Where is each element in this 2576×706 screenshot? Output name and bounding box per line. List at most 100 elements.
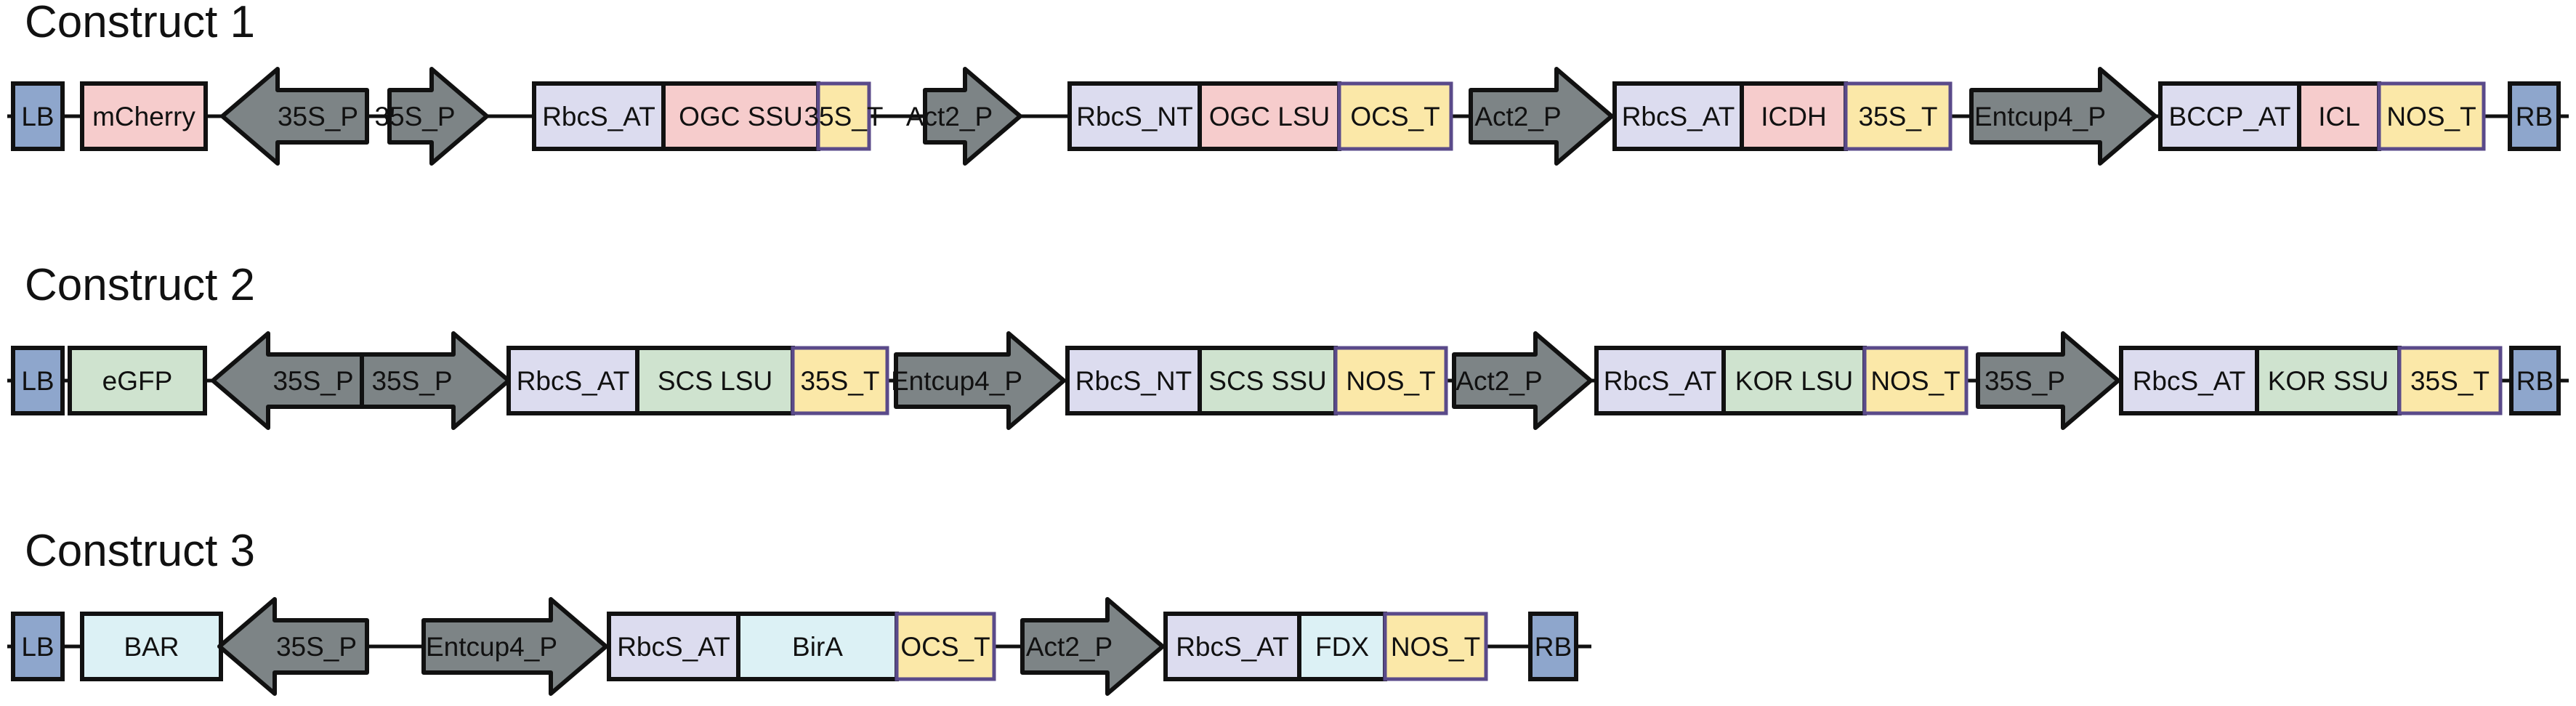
- construct-3: LB BAR 35S_P Entcup4_P RbcS_AT BirA OCS_T Act2_…: [7, 597, 1591, 696]
- cds-label: SCS LSU: [658, 366, 772, 396]
- part-act2-p: Act2_P: [906, 67, 1022, 166]
- terminator-box: [1862, 346, 1969, 415]
- part-lb: LB: [11, 346, 65, 415]
- part-scs-lsu: SCS LSU: [635, 346, 795, 415]
- cds-box: [80, 612, 223, 681]
- promoter-arrow: [1969, 67, 2157, 166]
- promoter-label: 35S_P: [278, 102, 358, 131]
- cds-label: KOR LSU: [1735, 366, 1853, 396]
- promoter-arrow: [894, 331, 1066, 430]
- part-nos-t: NOS_T: [1333, 346, 1448, 415]
- construct-1-title: Construct 1: [25, 0, 256, 47]
- border-label: RB: [2516, 366, 2553, 396]
- promoter-label: Entcup4_P: [891, 366, 1022, 396]
- cds-label: eGFP: [102, 366, 173, 396]
- part-egfp: eGFP: [68, 346, 207, 415]
- cds-box: [2297, 81, 2381, 151]
- part-rbcs-at: RbcS_AT: [1594, 346, 1726, 415]
- promoter-arrow: [1452, 331, 1593, 430]
- cds-label: BAR: [124, 632, 179, 662]
- terminator-box: [2397, 346, 2503, 415]
- cds-box: [1297, 612, 1387, 681]
- terminator-box: [1333, 346, 1448, 415]
- cds-label: RbcS_NT: [1075, 366, 1192, 396]
- terminator-label: NOS_T: [2386, 102, 2476, 131]
- part-35s-p: 35S_P: [1976, 331, 2120, 430]
- part-entcup4-p: Entcup4_P: [1969, 67, 2157, 166]
- promoter-arrow: [217, 597, 369, 696]
- part-ogc-ssu: OGC SSU: [661, 81, 820, 151]
- part-35s-t: 35S_T: [1844, 81, 1953, 151]
- part-ocs-t: OCS_T: [1337, 81, 1453, 151]
- part-rbcs-nt: RbcS_NT: [1065, 346, 1202, 415]
- part-lb: LB: [11, 81, 65, 151]
- part-rbcs-nt: RbcS_NT: [1067, 81, 1202, 151]
- terminator-label: NOS_T: [1346, 366, 1435, 396]
- cds-box: [635, 346, 795, 415]
- promoter-label: Act2_P: [1474, 102, 1561, 131]
- cds-label: BirA: [792, 632, 843, 662]
- part-bira: BirA: [736, 612, 899, 681]
- part-nos-t: NOS_T: [2377, 81, 2486, 151]
- cds-label: ICL: [2318, 102, 2360, 131]
- promoter-label: Act2_P: [1026, 632, 1113, 662]
- part-fdx: FDX: [1297, 612, 1387, 681]
- part-nos-t: NOS_T: [1862, 346, 1969, 415]
- part-act2-p: Act2_P: [1452, 331, 1593, 430]
- part-35s-p: 35S_P: [217, 597, 369, 696]
- cds-box: [1594, 346, 1726, 415]
- part-35s-p: 35S_P: [360, 331, 511, 430]
- promoter-label: Entcup4_P: [1974, 102, 2106, 131]
- border-box: [1528, 612, 1578, 681]
- cds-box: [736, 612, 899, 681]
- promoter-arrow: [1469, 67, 1614, 166]
- cds-label: RbcS_AT: [1622, 102, 1735, 131]
- cds-box: [68, 346, 207, 415]
- part-35s-t: 35S_T: [791, 346, 889, 415]
- part-bar: BAR: [80, 612, 223, 681]
- cds-label: RbcS_AT: [2133, 366, 2246, 396]
- terminator-box: [895, 612, 996, 681]
- cds-box: [2119, 346, 2259, 415]
- part-35s-t: 35S_T: [804, 81, 884, 151]
- promoter-arrow: [387, 67, 489, 166]
- terminator-box: [1383, 612, 1488, 681]
- part-rbcs-at: RbcS_AT: [1163, 612, 1301, 681]
- border-box: [2509, 346, 2561, 415]
- cds-box: [2158, 81, 2301, 151]
- promoter-label: Entcup4_P: [426, 632, 557, 662]
- terminator-label: 35S_T: [804, 102, 883, 131]
- cds-label: RbcS_AT: [617, 632, 730, 662]
- part-35s-t: 35S_T: [2397, 346, 2503, 415]
- part-rbcs-at: RbcS_AT: [506, 346, 639, 415]
- cds-label: mCherry: [92, 102, 195, 131]
- part-ocs-t: OCS_T: [895, 612, 996, 681]
- part-bccp-at: BCCP_AT: [2158, 81, 2301, 151]
- part-rbcs-at: RbcS_AT: [1612, 81, 1744, 151]
- part-ogc-lsu: OGC LSU: [1198, 81, 1341, 151]
- cds-box: [1198, 81, 1341, 151]
- part-entcup4-p: Entcup4_P: [891, 331, 1066, 430]
- part-rb: RB: [2509, 346, 2561, 415]
- part-35s-p: 35S_P: [220, 67, 369, 166]
- cds-box: [532, 81, 666, 151]
- cds-label: RbcS_AT: [1604, 366, 1717, 396]
- cds-box: [607, 612, 740, 681]
- part-entcup4-p: Entcup4_P: [421, 597, 608, 696]
- promoter-label: 35S_P: [276, 632, 357, 662]
- promoter-arrow: [220, 67, 369, 166]
- terminator-label: 35S_T: [2410, 366, 2490, 396]
- promoter-arrow: [211, 331, 369, 430]
- part-35s-p: 35S_P: [374, 67, 489, 166]
- promoter-label: Act2_P: [906, 102, 993, 131]
- cds-label: RbcS_AT: [542, 102, 655, 131]
- cds-label: KOR SSU: [2268, 366, 2389, 396]
- cds-box: [80, 81, 208, 151]
- construct-2-title: Construct 2: [25, 260, 256, 310]
- part-act2-p: Act2_P: [1469, 67, 1614, 166]
- border-label: LB: [21, 632, 54, 662]
- part-icdh: ICDH: [1740, 81, 1848, 151]
- terminator-label: 35S_T: [1858, 102, 1937, 131]
